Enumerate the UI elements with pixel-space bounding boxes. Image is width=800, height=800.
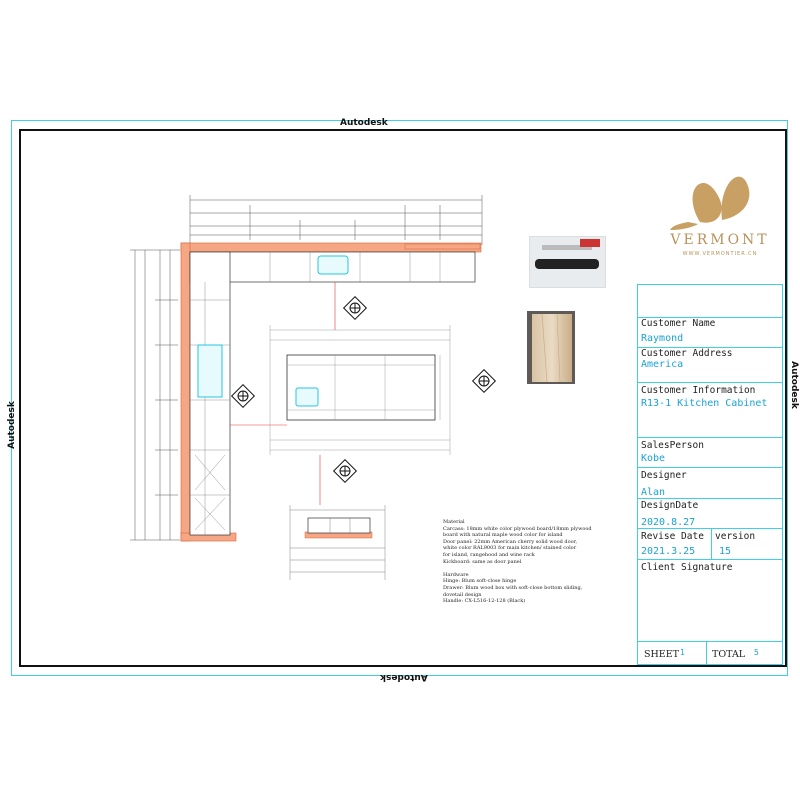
design-date-value: 2020.8.27: [641, 517, 696, 528]
designer-label: Designer: [641, 470, 687, 481]
salesperson-value: Kobe: [641, 453, 666, 464]
hardware-line: Hinge: Blum soft-close hinge: [443, 578, 517, 585]
material-heading: Material: [443, 519, 465, 525]
customer-name-label: Customer Name: [641, 318, 716, 329]
brand-name: VERMONT: [670, 232, 770, 248]
handle-photo: [529, 236, 606, 288]
sheet-label: SHEET: [644, 649, 679, 660]
version-value: 15: [719, 546, 732, 557]
total-value: 5: [754, 648, 759, 657]
material-notes: Material Carcass: 18mm white color plywo…: [443, 519, 592, 605]
hardware-line: Handle: CX-L516-12-128 (Black): [443, 598, 526, 605]
hardware-line: dovetail design: [443, 591, 482, 598]
revise-date-label: Revise Date: [641, 531, 704, 542]
material-line: Carcass: 18mm white color plywood board/…: [443, 525, 592, 532]
client-signature-label: Client Signature: [641, 562, 733, 573]
drawing-border: [19, 129, 787, 667]
wood-sample-image-icon: [532, 313, 572, 383]
hardware-heading: Hardware: [443, 571, 469, 578]
customer-address-label: Customer Address: [641, 348, 733, 359]
material-line: Door panel: 22mm American cherry solid w…: [443, 538, 578, 545]
customer-address-value: America: [641, 359, 684, 370]
outer-border: [11, 120, 788, 676]
designer-value: Alan: [641, 487, 666, 498]
watermark-top: Autodesk: [340, 118, 388, 128]
material-line: for island, rangehood and wine rack: [443, 551, 535, 558]
handle-image-icon: [535, 239, 600, 269]
design-date-label: DesignDate: [641, 500, 699, 511]
customer-info-label: Customer Information: [641, 385, 756, 396]
version-label: version: [715, 531, 756, 542]
material-line: white color RAL9003 for main kitchen/ st…: [443, 545, 577, 552]
brand-url: WWW.VERMONTIER.CN: [682, 251, 758, 257]
title-block: Customer Name Raymond Customer Address A…: [637, 284, 783, 665]
wood-sample-photo: [527, 311, 575, 384]
vermont-logo-icon: [670, 176, 750, 230]
customer-name-value: Raymond: [641, 333, 684, 344]
total-label: TOTAL: [712, 649, 746, 660]
revise-date-value: 2021.3.25: [641, 546, 696, 557]
material-line: Kickboard: same as door panel: [443, 558, 522, 565]
material-line: board with natural maple wood color for …: [443, 532, 563, 539]
hardware-line: Drawer: Blum wood box with soft-close bo…: [443, 584, 583, 591]
sheet-value: 1: [680, 648, 685, 657]
customer-info-value: R13-1 Kitchen Cabinet: [641, 398, 768, 409]
salesperson-label: SalesPerson: [641, 440, 704, 451]
